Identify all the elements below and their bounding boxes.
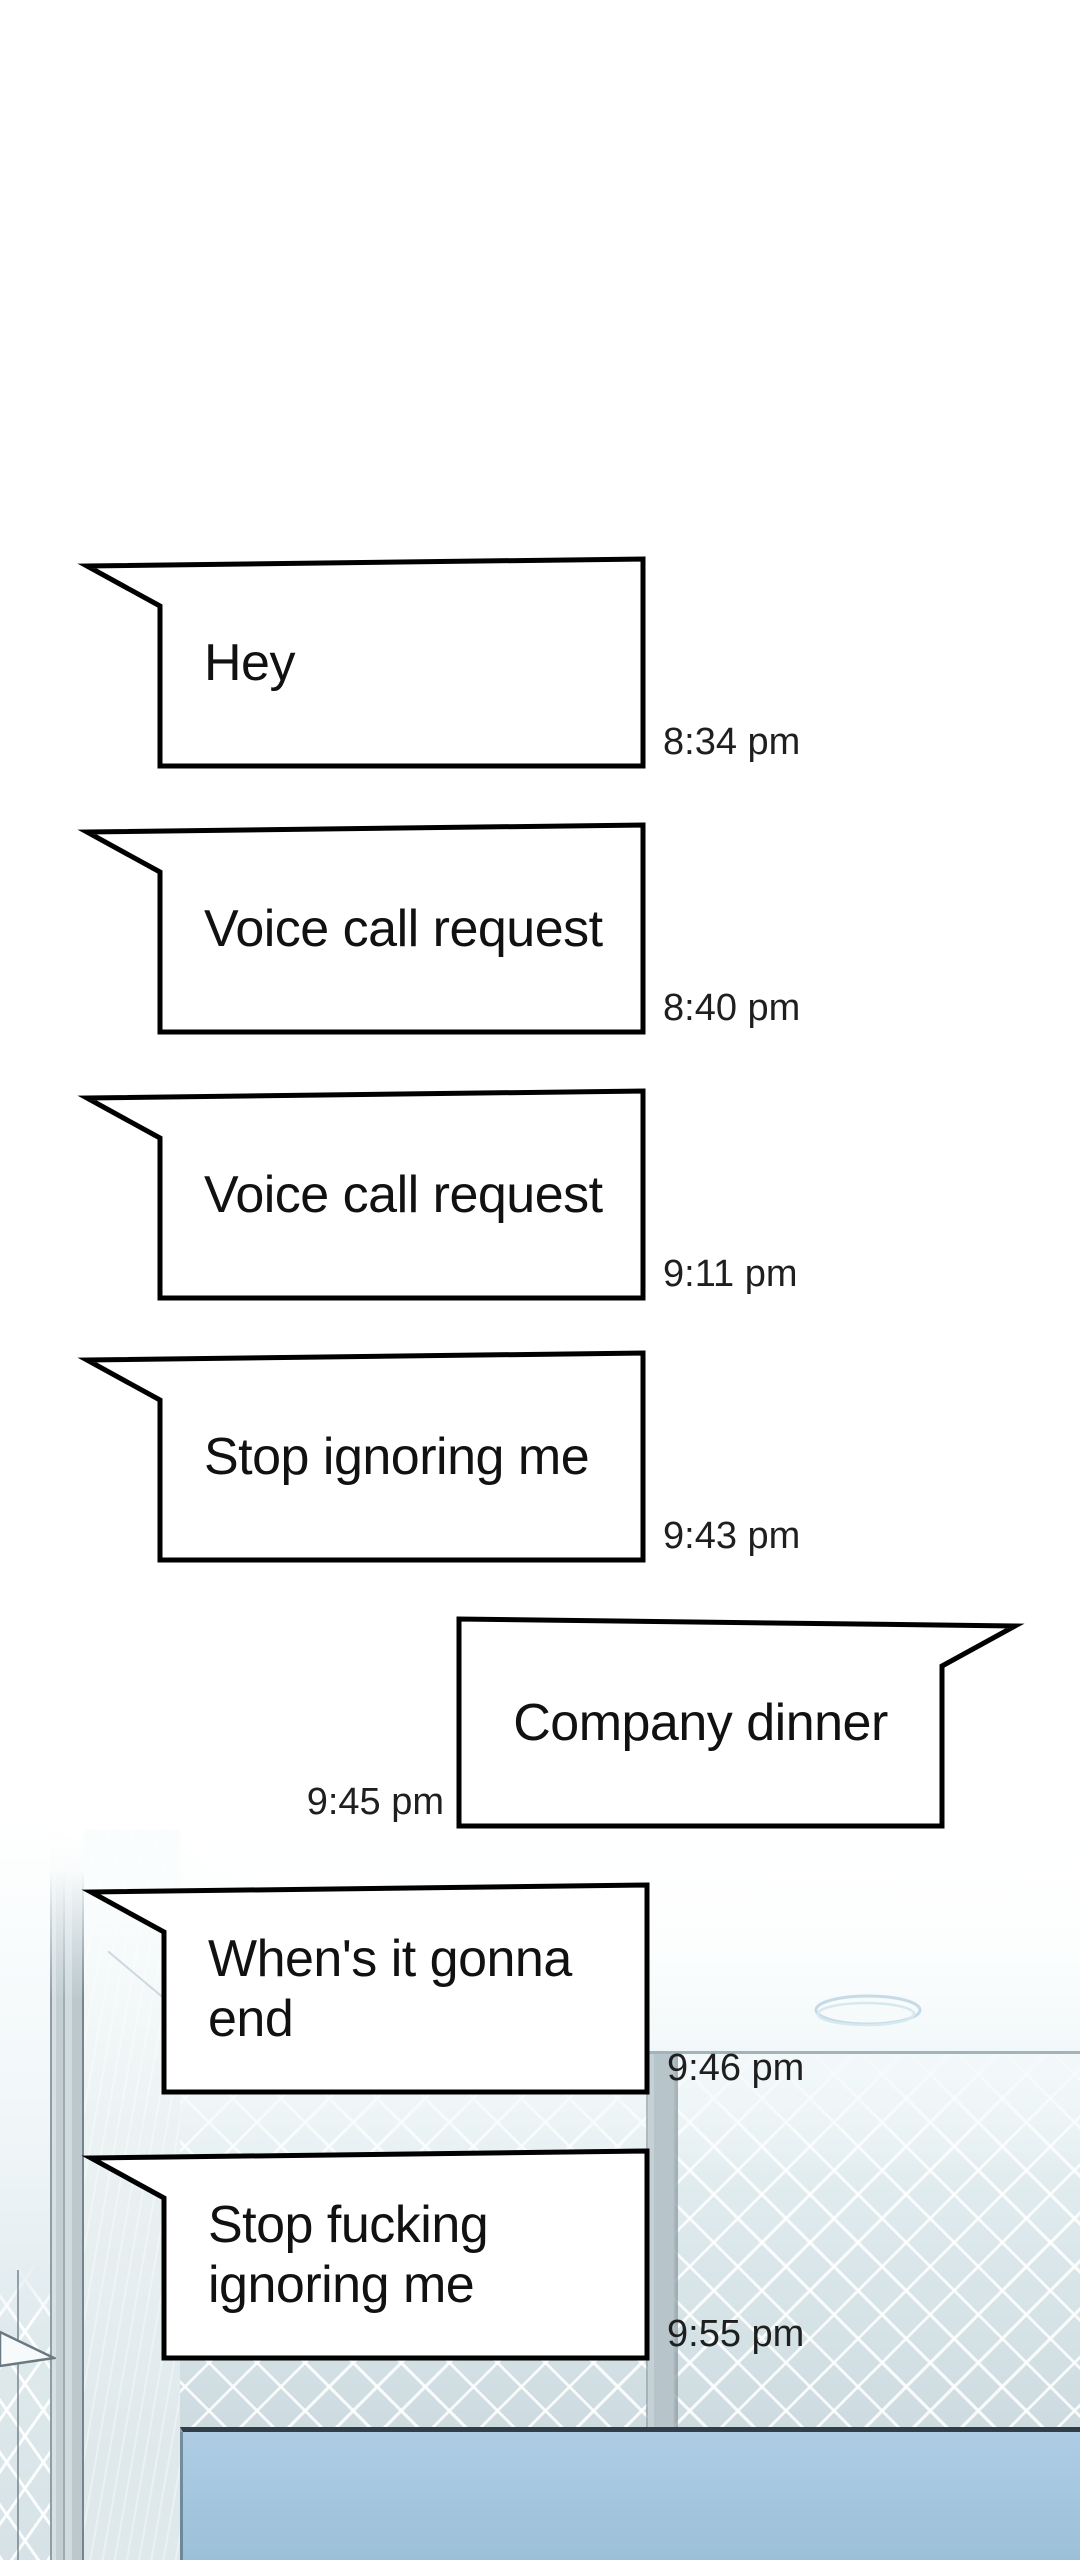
message-text: Voice call request bbox=[204, 1165, 603, 1224]
tile-seam-line bbox=[17, 2270, 19, 2560]
message-timestamp: 8:34 pm bbox=[663, 721, 801, 763]
message-timestamp: 9:45 pm bbox=[306, 1781, 444, 1823]
speech-bubble bbox=[77, 822, 646, 1035]
chat-message: Hey 8:34 pm bbox=[77, 554, 800, 770]
speech-bubble bbox=[81, 2148, 650, 2361]
message-text: When's it gonna end bbox=[208, 1929, 572, 2048]
speech-bubble bbox=[77, 556, 646, 769]
chat-message: Stop ignoring me 9:43 pm bbox=[77, 1348, 800, 1564]
message-timestamp: 9:11 pm bbox=[663, 1253, 798, 1295]
chat-message: Stop fucking ignoring me 9:55 pm bbox=[81, 2146, 804, 2362]
message-timestamp: 9:43 pm bbox=[663, 1515, 801, 1557]
speech-bubble bbox=[81, 1882, 650, 2095]
message-timestamp: 9:46 pm bbox=[667, 2047, 805, 2089]
message-text: Stop ignoring me bbox=[204, 1427, 590, 1486]
message-text: Company dinner bbox=[513, 1693, 888, 1752]
message-timestamp: 8:40 pm bbox=[663, 987, 801, 1029]
message-text: Stop fucking ignoring me bbox=[208, 2195, 489, 2314]
message-text: Hey bbox=[204, 633, 295, 692]
message-text: Voice call request bbox=[204, 899, 603, 958]
bathtub bbox=[180, 2427, 1080, 2560]
speech-bubble bbox=[77, 1088, 646, 1301]
ledge-top bbox=[0, 2330, 56, 2368]
wall-pillar bbox=[50, 1870, 84, 2560]
speech-bubble bbox=[456, 1616, 1025, 1829]
speech-bubble bbox=[77, 1350, 646, 1563]
message-timestamp: 9:55 pm bbox=[667, 2313, 805, 2355]
side-tile-wall bbox=[0, 2260, 50, 2560]
chat-message: Voice call request 8:40 pm bbox=[77, 820, 800, 1036]
towel-ring bbox=[814, 1994, 922, 2027]
chat-message: Voice call request 9:11 pm bbox=[77, 1086, 797, 1302]
chat-message: Company dinner 9:45 pm bbox=[307, 1614, 1025, 1830]
wall-pipe-strip bbox=[646, 2054, 678, 2432]
chat-message: When's it gonna end 9:46 pm bbox=[81, 1880, 804, 2096]
